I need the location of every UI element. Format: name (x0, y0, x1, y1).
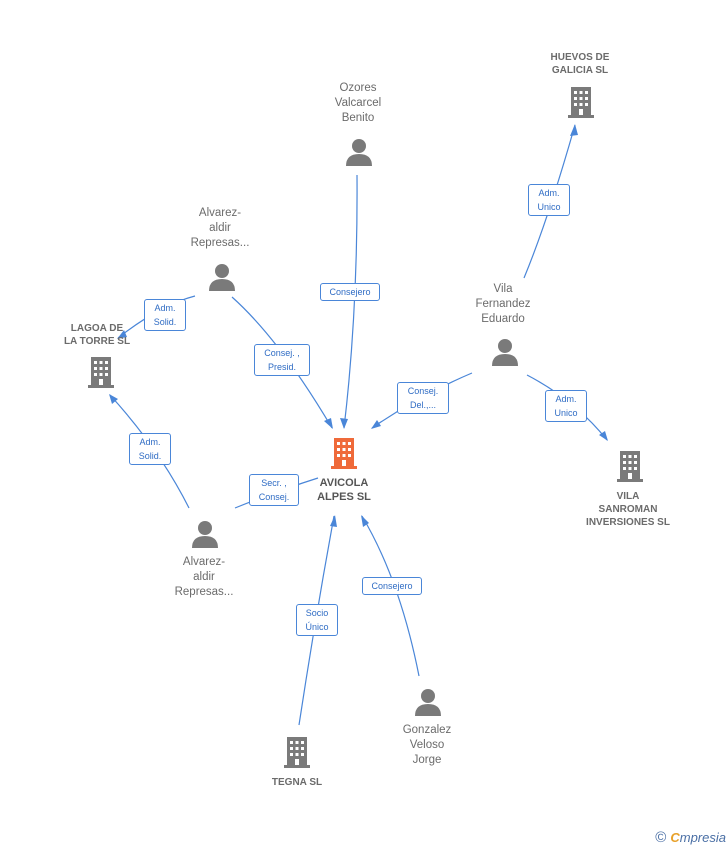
vila-sanroman-building-icon[interactable] (616, 449, 644, 483)
footer-brand[interactable]: ©Cmpresia (655, 829, 726, 846)
vila-fernandez-person-icon[interactable] (490, 337, 520, 367)
relation-adm-unico-vila[interactable]: Adm. Unico (545, 390, 587, 422)
central-building-icon[interactable] (330, 436, 358, 470)
ozores-person-label[interactable]: Ozores Valcarcel Benito (334, 82, 382, 124)
huevos-company-label[interactable]: HUEVOS DE GALICIA SL (550, 52, 610, 76)
relation-consejero-ozores[interactable]: Consejero (320, 283, 380, 301)
relation-adm-unico-huevos[interactable]: Adm. Unico (528, 184, 570, 216)
relation-adm-solid-bottom[interactable]: Adm. Solid. (129, 433, 171, 465)
tegna-building-icon[interactable] (283, 735, 311, 769)
edge-ozores-to-central (343, 174, 358, 429)
arrow-lagoa-bottom (109, 394, 118, 404)
arrow-central-left (324, 418, 333, 429)
alvarez-bottom-person-icon[interactable] (190, 519, 220, 549)
relation-adm-solid-top[interactable]: Adm. Solid. (144, 299, 186, 331)
copyright-icon: © (655, 829, 667, 846)
huevos-building-icon[interactable] (567, 85, 595, 119)
arrow-lagoa-top (117, 330, 127, 339)
alvarez-bottom-person-label[interactable]: Alvarez- aldir Represas... (174, 556, 234, 598)
relation-consej-presid[interactable]: Consej. , Presid. (254, 344, 310, 376)
ozores-person-icon[interactable] (344, 137, 374, 167)
gonzalez-person-label[interactable]: Gonzalez Veloso Jorge (402, 724, 452, 766)
arrow-central-right (371, 420, 381, 429)
vila-fernandez-person-label[interactable]: Vila Fernandez Eduardo (475, 283, 531, 325)
alvarez-top-person-icon[interactable] (207, 262, 237, 292)
brand-initial: C (670, 830, 680, 845)
lagoa-company-label[interactable]: LAGOA DE LA TORRE SL (63, 323, 131, 347)
relation-consej-del[interactable]: Consej. Del.,... (397, 382, 449, 414)
tegna-company-label[interactable]: TEGNA SL (271, 777, 323, 788)
relation-secr-consej[interactable]: Secr. , Consej. (249, 474, 299, 506)
arrow-sanroman (599, 431, 608, 441)
gonzalez-person-icon[interactable] (413, 687, 443, 717)
arrow-central-bottom-left (330, 515, 337, 527)
edge-gonzalez-to-central (361, 515, 420, 677)
relation-consejero-gonzalez[interactable]: Consejero (362, 577, 422, 595)
lagoa-building-icon[interactable] (87, 355, 115, 389)
central-company-label[interactable]: AVICOLA ALPES SL (317, 477, 371, 503)
brand-name: mpresia (679, 830, 726, 845)
arrow-huevos (570, 124, 578, 136)
arrow-central-bottom-right (361, 515, 369, 527)
vila-sanroman-company-label[interactable]: VILA SANROMAN INVERSIONES SL (586, 491, 670, 528)
alvarez-top-person-label[interactable]: Alvarez- aldir Represas... (190, 207, 250, 249)
relation-socio-unico[interactable]: Socio Único (296, 604, 338, 636)
arrow-central-top (340, 418, 348, 429)
